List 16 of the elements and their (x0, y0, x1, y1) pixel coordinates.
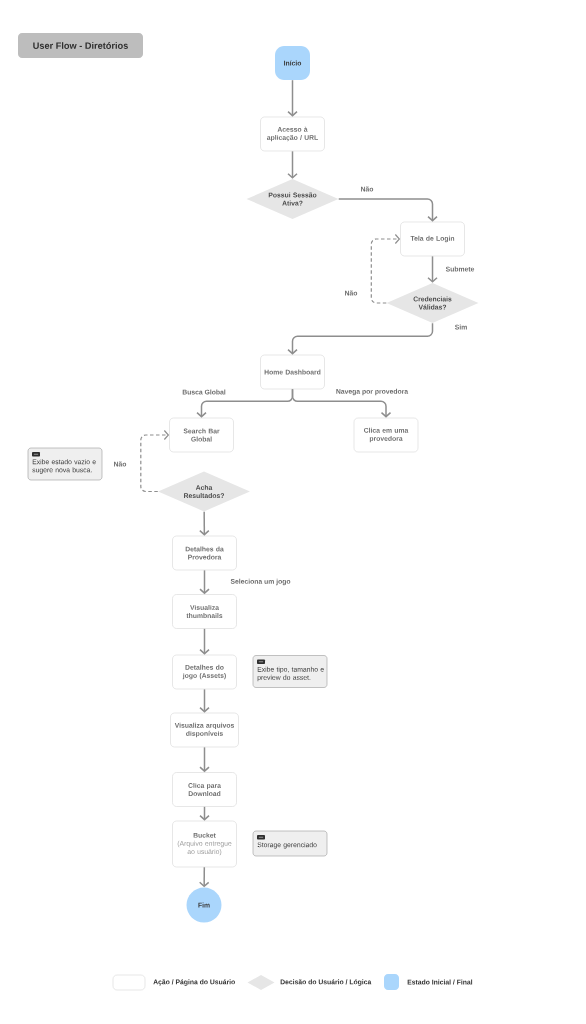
arrow (287, 322, 434, 355)
arrow (199, 688, 210, 713)
arrow (199, 569, 210, 595)
arrow (140, 429, 170, 493)
arrow (291, 388, 392, 418)
arrow (337, 198, 438, 222)
arrow (199, 628, 210, 655)
arrow (427, 255, 438, 283)
arrow (199, 510, 210, 536)
arrow (199, 746, 210, 773)
arrow (287, 79, 298, 117)
arrow (370, 233, 401, 304)
title-banner: User Flow - Diretórios (18, 33, 143, 58)
arrow (199, 806, 210, 821)
arrow (198, 866, 210, 888)
arrow (287, 150, 298, 179)
